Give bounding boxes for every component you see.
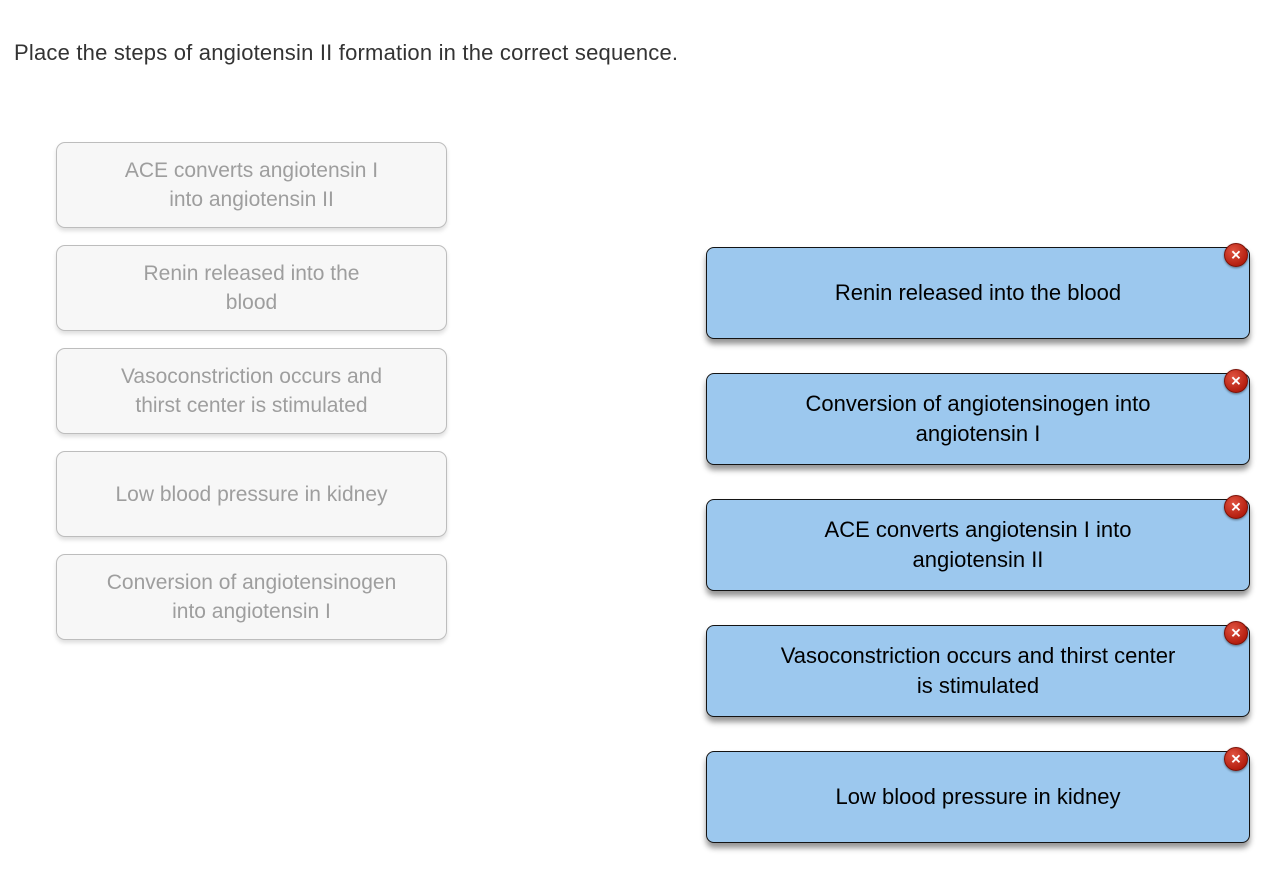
source-item: ACE converts angiotensin I into angioten… bbox=[56, 142, 447, 228]
source-item-label: Vasoconstriction occurs and thirst cente… bbox=[120, 365, 383, 417]
remove-button[interactable]: ✕ bbox=[1224, 243, 1248, 267]
source-list: ACE converts angiotensin I into angioten… bbox=[56, 142, 447, 640]
source-item-label: Conversion of angiotensinogen into angio… bbox=[106, 571, 397, 623]
remove-button[interactable]: ✕ bbox=[1224, 747, 1248, 771]
answer-chip-label: ACE converts angiotensin I into angioten… bbox=[824, 517, 1132, 572]
source-item-label: Renin released into the blood bbox=[143, 262, 360, 314]
close-icon: ✕ bbox=[1230, 499, 1242, 514]
question-prompt: Place the steps of angiotensin II format… bbox=[14, 40, 679, 65]
source-item: Renin released into the blood bbox=[56, 245, 447, 331]
answer-chip-label: Conversion of angiotensinogen into angio… bbox=[805, 391, 1151, 446]
close-icon: ✕ bbox=[1230, 373, 1242, 388]
close-icon: ✕ bbox=[1230, 751, 1242, 766]
remove-button[interactable]: ✕ bbox=[1224, 495, 1248, 519]
source-item-label: ACE converts angiotensin I into angioten… bbox=[124, 159, 379, 211]
source-item: Vasoconstriction occurs and thirst cente… bbox=[56, 348, 447, 434]
answer-chip[interactable]: Low blood pressure in kidney ✕ bbox=[706, 747, 1250, 843]
source-item: Low blood pressure in kidney bbox=[56, 451, 447, 537]
close-icon: ✕ bbox=[1230, 247, 1242, 262]
answer-chip-label: Renin released into the blood bbox=[834, 280, 1122, 305]
source-item: Conversion of angiotensinogen into angio… bbox=[56, 554, 447, 640]
close-icon: ✕ bbox=[1230, 625, 1242, 640]
answer-chip-label: Vasoconstriction occurs and thirst cente… bbox=[780, 643, 1176, 698]
answer-chip[interactable]: Vasoconstriction occurs and thirst cente… bbox=[706, 621, 1250, 717]
answer-chip[interactable]: ACE converts angiotensin I into angioten… bbox=[706, 495, 1250, 591]
answer-chip-label: Low blood pressure in kidney bbox=[835, 784, 1121, 809]
remove-button[interactable]: ✕ bbox=[1224, 621, 1248, 645]
answer-sequence-list: Renin released into the blood ✕ Conversi… bbox=[706, 243, 1250, 843]
source-item-label: Low blood pressure in kidney bbox=[115, 482, 388, 506]
answer-chip[interactable]: Renin released into the blood ✕ bbox=[706, 243, 1250, 339]
answer-chip[interactable]: Conversion of angiotensinogen into angio… bbox=[706, 369, 1250, 465]
remove-button[interactable]: ✕ bbox=[1224, 369, 1248, 393]
